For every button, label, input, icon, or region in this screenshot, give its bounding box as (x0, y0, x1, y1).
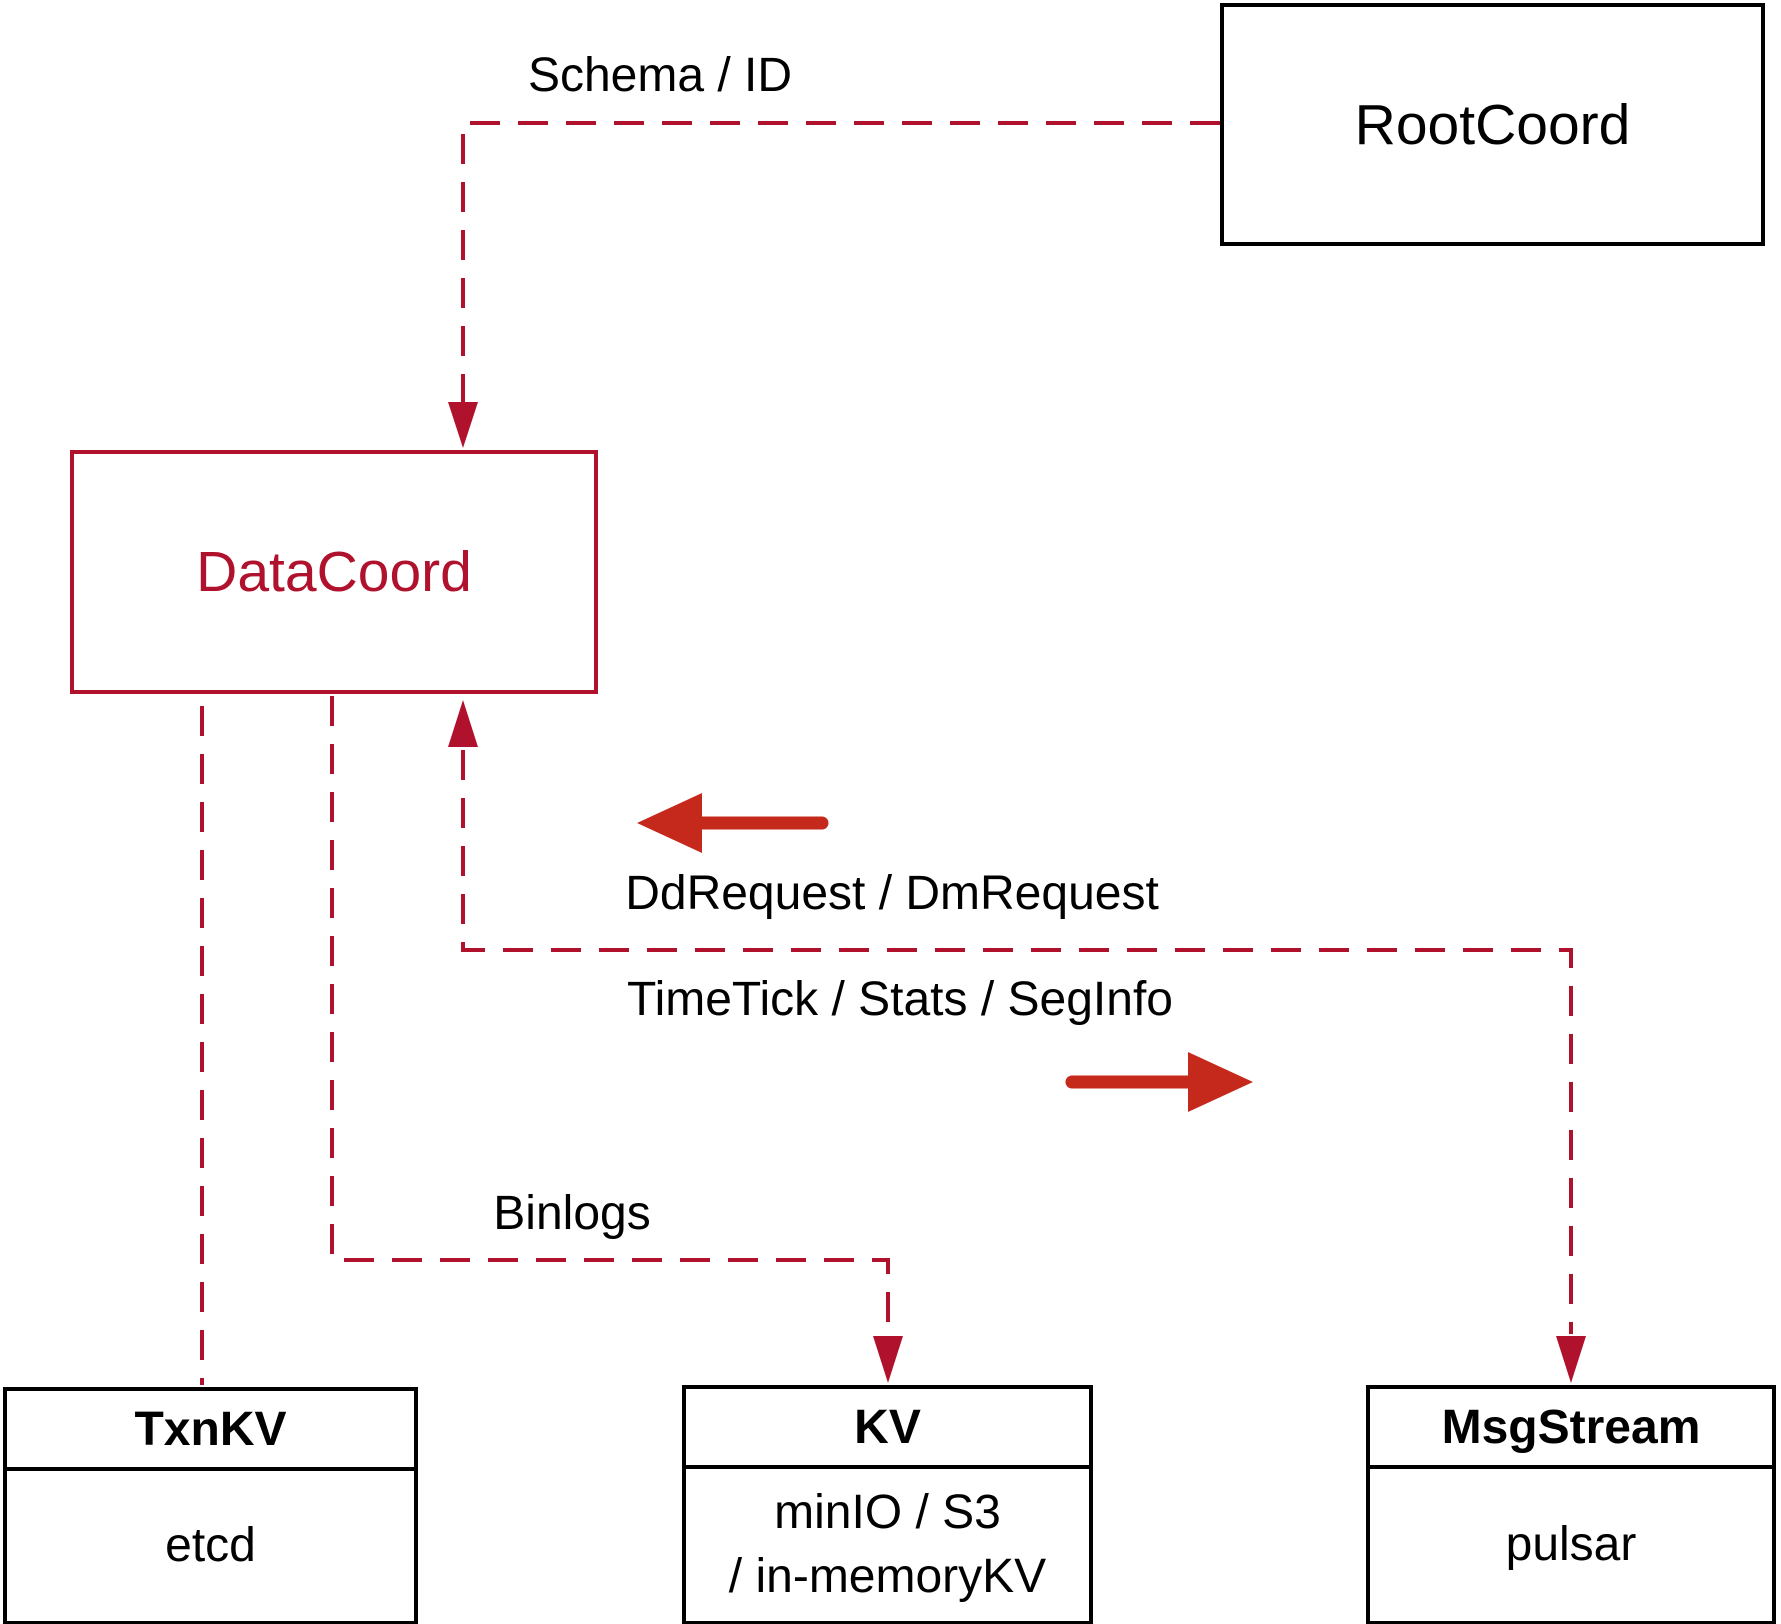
kv-body-line2: / in-memoryKV (728, 1550, 1047, 1603)
txnkv-title: TxnKV (7, 1391, 414, 1471)
msgstream-title: MsgStream (1370, 1389, 1772, 1469)
kv-title: KV (686, 1389, 1089, 1469)
arrowhead-down-into-kv-icon (873, 1336, 903, 1383)
node-msgstream: MsgStream pulsar (1366, 1385, 1776, 1624)
edge-label-ddrequest-dmrequest: DdRequest / DmRequest (625, 867, 1159, 920)
edge-msgstream-datacoord-line (461, 750, 1573, 1334)
node-kv: KV minIO / S3 / in-memoryKV (682, 1385, 1093, 1624)
node-txnkv: TxnKV etcd (3, 1387, 418, 1624)
rootcoord-label: RootCoord (1354, 92, 1631, 157)
txnkv-body-text: etcd (165, 1519, 256, 1572)
edge-label-binlogs: Binlogs (493, 1187, 651, 1240)
kv-body: minIO / S3 / in-memoryKV (686, 1469, 1089, 1621)
edge-binlogs-line (330, 696, 890, 1334)
txnkv-body: etcd (7, 1471, 414, 1621)
arrowhead-down-into-msgstream-icon (1556, 1336, 1586, 1383)
edge-schema-id-line (461, 121, 1220, 441)
datacoord-label: DataCoord (196, 540, 472, 604)
msgstream-body-text: pulsar (1505, 1518, 1637, 1571)
node-rootcoord: RootCoord (1220, 3, 1765, 246)
arrowhead-up-into-datacoord-icon (448, 700, 478, 747)
edge-label-timetick-stats-seginfo: TimeTick / Stats / SegInfo (627, 973, 1173, 1026)
arrowhead-down-into-datacoord-icon (448, 402, 478, 448)
node-datacoord: DataCoord (70, 450, 598, 694)
msgstream-body: pulsar (1370, 1469, 1772, 1621)
right-direction-arrowhead-icon (1188, 1052, 1253, 1112)
left-direction-arrowhead-icon (637, 793, 702, 853)
edge-label-schema-id: Schema / ID (527, 49, 793, 102)
kv-body-line1: minIO / S3 (774, 1486, 1001, 1539)
